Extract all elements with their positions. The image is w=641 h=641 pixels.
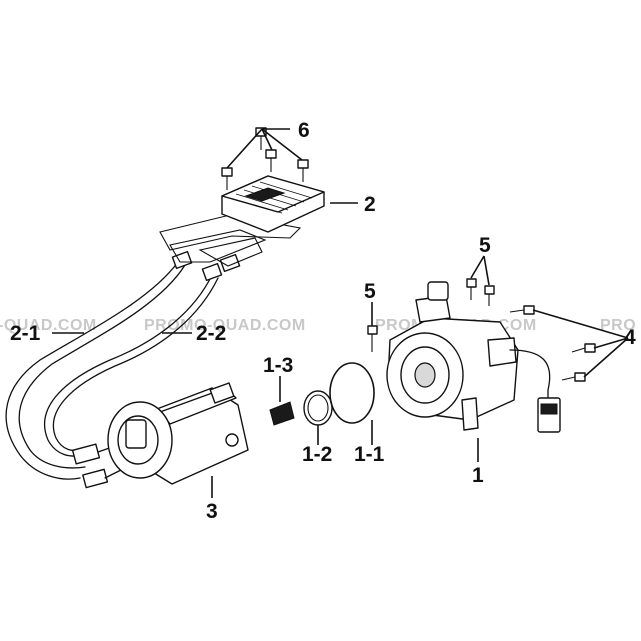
bolt-6d (221, 167, 233, 190)
plug-2 (201, 262, 223, 282)
leader-5-top (470, 255, 490, 286)
flex-cable-3 (198, 237, 263, 267)
plug-lower-1 (71, 443, 101, 465)
leader-4 (532, 309, 629, 378)
leader-6 (226, 128, 303, 169)
watermark-right: PRO (600, 317, 636, 334)
plug-3 (219, 253, 241, 273)
callout-2: 2 (364, 193, 376, 216)
wiring-harness (5, 250, 241, 489)
callout-2-2: 2-2 (196, 322, 226, 345)
electric-motor (107, 382, 249, 498)
output-shaft-bottom (461, 397, 479, 431)
pad-shape (269, 401, 295, 426)
bolt-6b (265, 149, 277, 172)
bolt-4a (509, 305, 535, 315)
bolt-5a (466, 278, 477, 300)
oring-1-2 (303, 390, 333, 445)
harness-wire-outer (5, 261, 179, 480)
bolt-6c (297, 159, 309, 182)
callout-5-top: 5 (479, 234, 491, 257)
motor-connector (125, 419, 147, 449)
watermark: -QUAD.COM PROMO-QUAD.COM PROMO-QUAD.COM … (0, 317, 636, 334)
callout-5-left: 5 (364, 280, 376, 303)
callout-2-1: 2-1 (10, 322, 41, 345)
plug-1 (171, 250, 193, 270)
callout-4: 4 (624, 326, 636, 349)
bolt-4b (571, 343, 596, 353)
controller-module (159, 175, 325, 267)
callout-6: 6 (298, 119, 310, 142)
harness-plug-upper (171, 250, 241, 282)
watermark-left: -QUAD.COM (0, 317, 97, 334)
bolts-4 (509, 305, 629, 382)
oring-small-inner (307, 394, 329, 422)
callout-labels: 6 2 2-1 2-2 5 5 4 1-3 1-2 1-1 1 3 (10, 119, 636, 523)
output-shaft-top (427, 281, 449, 301)
bolt-4c (561, 372, 586, 382)
pad-1-3 (269, 376, 295, 426)
gearbox-actuator (386, 281, 561, 462)
oring-large (329, 362, 375, 424)
flex-cable-2 (169, 229, 267, 263)
bolts-5 (367, 255, 495, 352)
motor-terminal (209, 382, 235, 404)
callout-3: 3 (206, 500, 218, 523)
sensor-connector-detail (540, 403, 558, 415)
plug-lower-2 (82, 468, 109, 489)
controller-label-plate (244, 187, 286, 202)
bolts-6 (221, 127, 309, 190)
callout-1-1: 1-1 (354, 443, 385, 466)
bolt-5c (367, 325, 378, 352)
harness-wire-inner-2 (52, 277, 219, 452)
harness-plug-lower (71, 443, 126, 489)
gearbox-hub (414, 362, 436, 388)
gearbox-side-block (487, 337, 517, 367)
oring-1-1 (329, 362, 375, 445)
sensor-connector (537, 397, 561, 433)
motor-bolt (225, 433, 239, 447)
callout-1: 1 (472, 464, 484, 487)
bolt-5b (484, 285, 495, 306)
harness-wire-inner (43, 274, 213, 457)
harness-wire-outer-2 (18, 264, 186, 469)
callout-1-3: 1-3 (263, 354, 293, 377)
callout-1-2: 1-2 (302, 443, 332, 466)
sensor-wire (509, 349, 551, 401)
watermark-center: PROMO-QUAD.COM (144, 317, 306, 334)
